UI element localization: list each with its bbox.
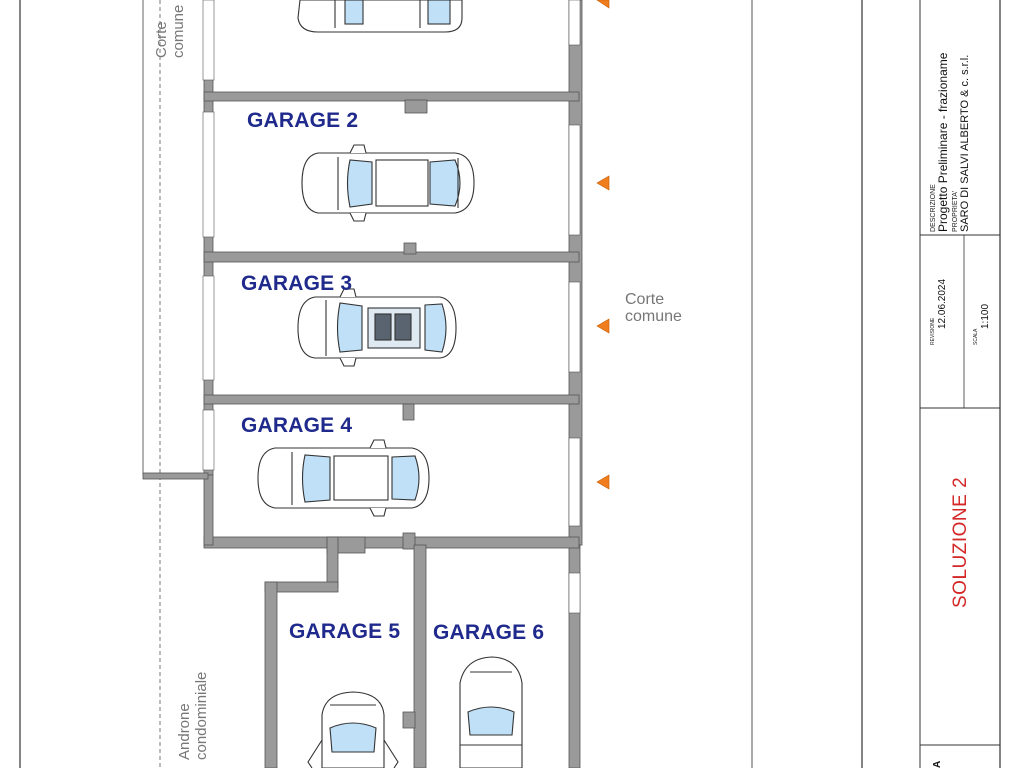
arrow-icon [596, 474, 610, 490]
window [202, 0, 215, 81]
title-block-descrizione: DESCRIZIONE Progetto Preliminare - frazi… [930, 53, 972, 232]
wall-pillar [402, 403, 415, 421]
scala-value: 1:100 [980, 303, 991, 329]
car-garage-5 [307, 691, 399, 768]
wall-pillar [404, 99, 428, 114]
arrow-icon [596, 318, 610, 334]
window [202, 409, 215, 471]
car-garage-6 [459, 656, 523, 768]
wall-pillar [402, 711, 416, 729]
wall-pillar [402, 532, 416, 550]
wall-horizontal-g2-g3 [203, 251, 580, 263]
access-arrows [596, 0, 610, 490]
wall-garage5-left [326, 536, 339, 588]
wall-pillar [403, 242, 417, 255]
window [568, 437, 581, 527]
window [568, 124, 581, 236]
garage-4-label: GARAGE 4 [241, 414, 353, 437]
proprieta-value: SARO DI SALVI ALBERTO & c. s.r.l. [959, 54, 971, 232]
descrizione-value: Progetto Preliminare - frazioname [936, 52, 950, 232]
window [568, 0, 581, 46]
wall-stub [142, 472, 209, 480]
windows [202, 0, 581, 614]
wall-garage5-outer [264, 581, 278, 768]
garage-3-label: GARAGE 3 [241, 272, 353, 295]
corner-letter: A [932, 760, 943, 768]
revisione-value: 12.06.2024 [937, 278, 948, 329]
wall-horizontal-g1-g2 [203, 91, 580, 102]
arrow-icon [596, 0, 610, 9]
window [568, 572, 581, 614]
garage-5-label: GARAGE 5 [289, 620, 401, 643]
garage-2-label: GARAGE 2 [247, 109, 359, 132]
wall-left-lower [203, 474, 214, 546]
arrow-icon [596, 175, 610, 191]
car-garage-2 [301, 144, 475, 222]
window [202, 275, 215, 381]
window [202, 111, 215, 238]
wall-horizontal-g3-g4 [203, 394, 580, 405]
title-block-scala: SCALA 1:100 [973, 304, 992, 345]
car-garage-3 [297, 288, 457, 367]
wall-divider-5-6 [413, 544, 427, 768]
proprieta-label: PROPRIETA' [952, 190, 959, 232]
wall-horizontal-bottom [203, 536, 580, 549]
car-garage-4 [257, 439, 430, 517]
window [568, 281, 581, 373]
garage-6-label: GARAGE 6 [433, 621, 545, 644]
title-block-revisione: REVISIONE 12.06.2024 [930, 279, 949, 345]
car-garage-1 [297, 0, 463, 33]
soluzione-label: SOLUZIONE 2 [950, 476, 971, 608]
